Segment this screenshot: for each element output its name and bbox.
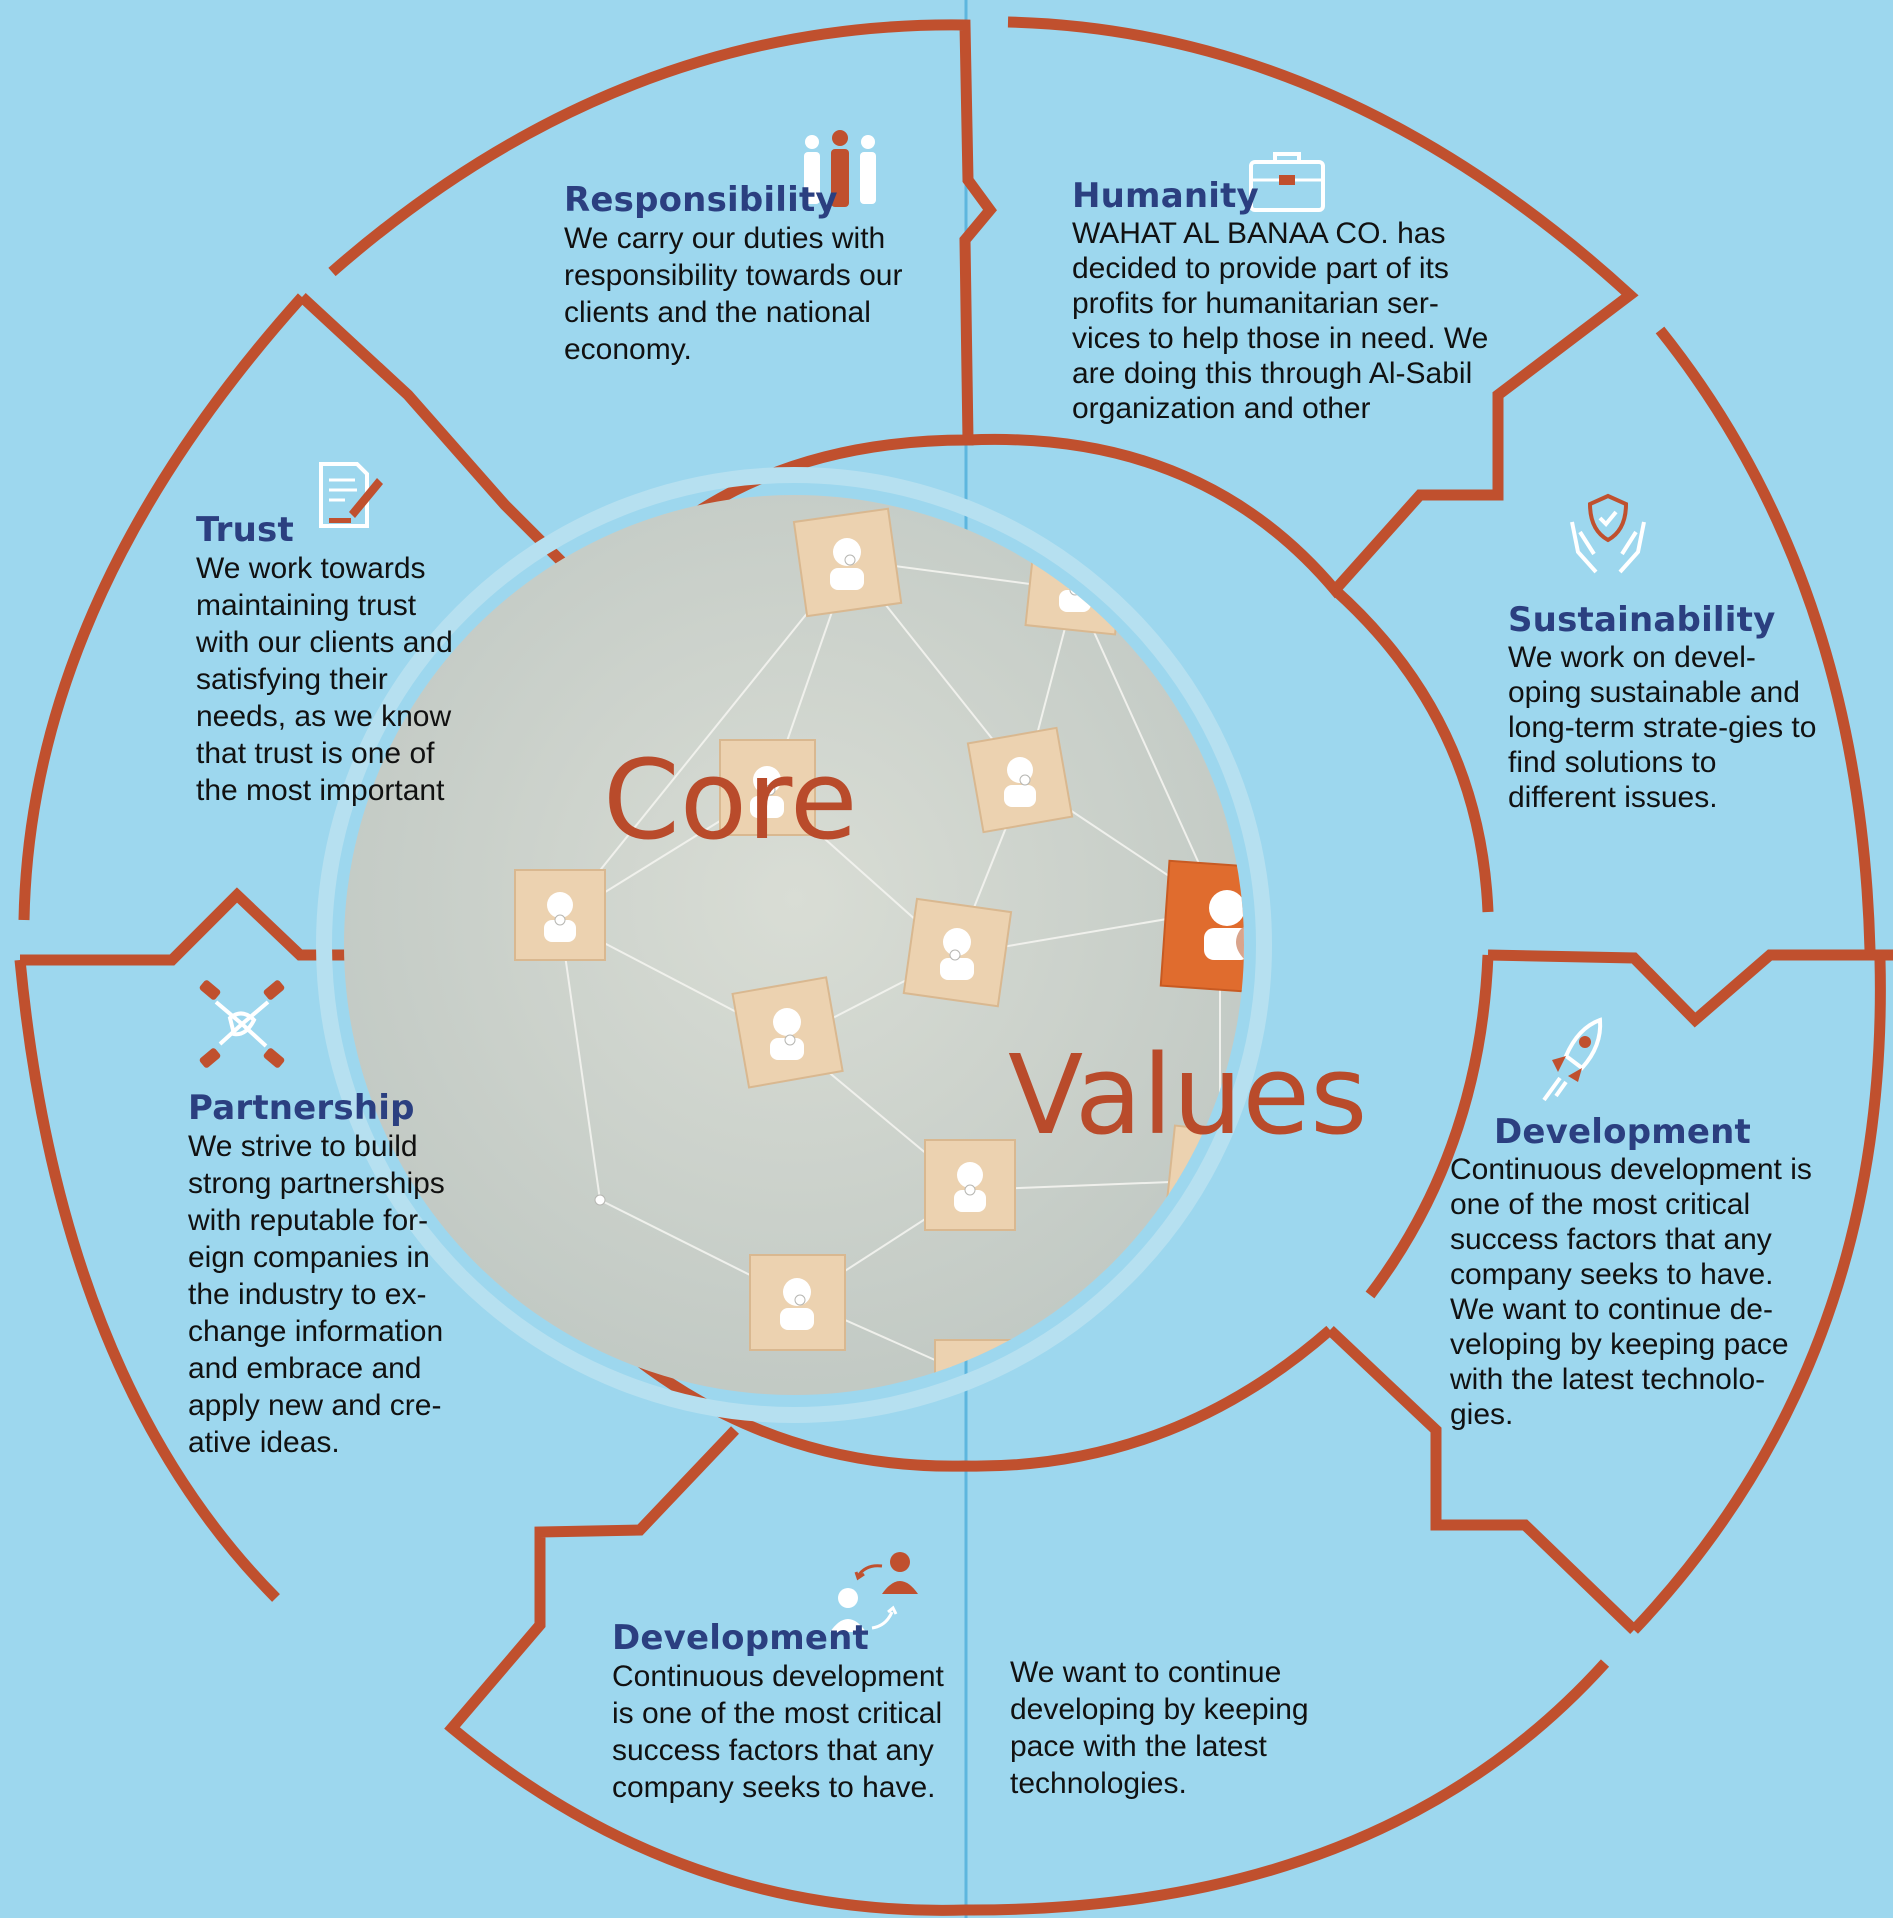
value-text: We work towards maintaining trust with o…: [196, 552, 453, 807]
briefcase-icon: [1249, 152, 1325, 212]
center-word-values: Values: [1008, 1031, 1368, 1159]
value-sustainability: Sustainability We work on devel-oping su…: [1508, 600, 1828, 815]
value-text: WAHAT AL BANAA CO. has decided to provid…: [1072, 217, 1489, 425]
segment-trust-outer: [18, 293, 307, 921]
value-title: Responsibility: [564, 180, 838, 220]
value-title: Sustainability: [1508, 600, 1776, 640]
handshake-icon: [199, 980, 285, 1068]
document-pen-icon: [319, 462, 383, 528]
network-photo: [344, 495, 1244, 1395]
ring-segments: [14, 16, 1893, 1916]
value-title: Development: [1494, 1112, 1752, 1152]
value-text: We strive to build strong partnerships w…: [188, 1130, 445, 1459]
value-text: Continuous development is one of the mos…: [612, 1660, 944, 1804]
people-icon: [804, 130, 876, 207]
value-development-bottom-continued: We want to continue developing by keepin…: [1010, 1654, 1350, 1802]
rocket-icon: [1542, 1017, 1603, 1102]
segment-development-right-step: [1326, 1325, 1638, 1634]
segment-development-right-outer: [1630, 959, 1886, 1634]
segment-partnership-outer: [14, 959, 280, 1602]
value-text: We carry our duties with responsibility …: [564, 222, 903, 366]
value-partnership: Partnership We strive to build strong pa…: [188, 1088, 478, 1461]
shield-hands-icon: [1570, 493, 1646, 574]
value-title: Trust: [196, 510, 294, 550]
value-text: We work on devel-oping sustainable and l…: [1508, 641, 1817, 814]
segment-sustainability-inner: [1331, 585, 1494, 913]
center-ring: [316, 467, 1272, 1423]
value-title: Development: [612, 1618, 870, 1658]
value-title: Humanity: [1072, 176, 1259, 216]
center-word-core: Core: [603, 736, 858, 864]
value-humanity: Humanity WAHAT AL BANAA CO. has decided …: [1072, 176, 1492, 426]
value-text-continued: We want to continue developing by keepin…: [1010, 1656, 1309, 1800]
segment-development-right-inner: [1365, 954, 1494, 1299]
value-text: Continuous development is one of the mos…: [1450, 1153, 1812, 1431]
segment-humanity: [967, 16, 1639, 599]
segment-sustainability-outer: [1655, 326, 1876, 951]
segment-development-bottom: [444, 1426, 1610, 1916]
value-development-right: Development Continuous development is on…: [1450, 1112, 1820, 1432]
value-responsibility: Responsibility We carry our duties with …: [564, 180, 904, 368]
people-exchange-icon: [830, 1552, 918, 1632]
value-development-bottom: Development Continuous development is on…: [612, 1618, 972, 1806]
segment-development-right-top: [1487, 949, 1893, 1028]
value-trust: Trust We work towards maintaining trust …: [196, 510, 456, 809]
value-title: Partnership: [188, 1088, 415, 1128]
